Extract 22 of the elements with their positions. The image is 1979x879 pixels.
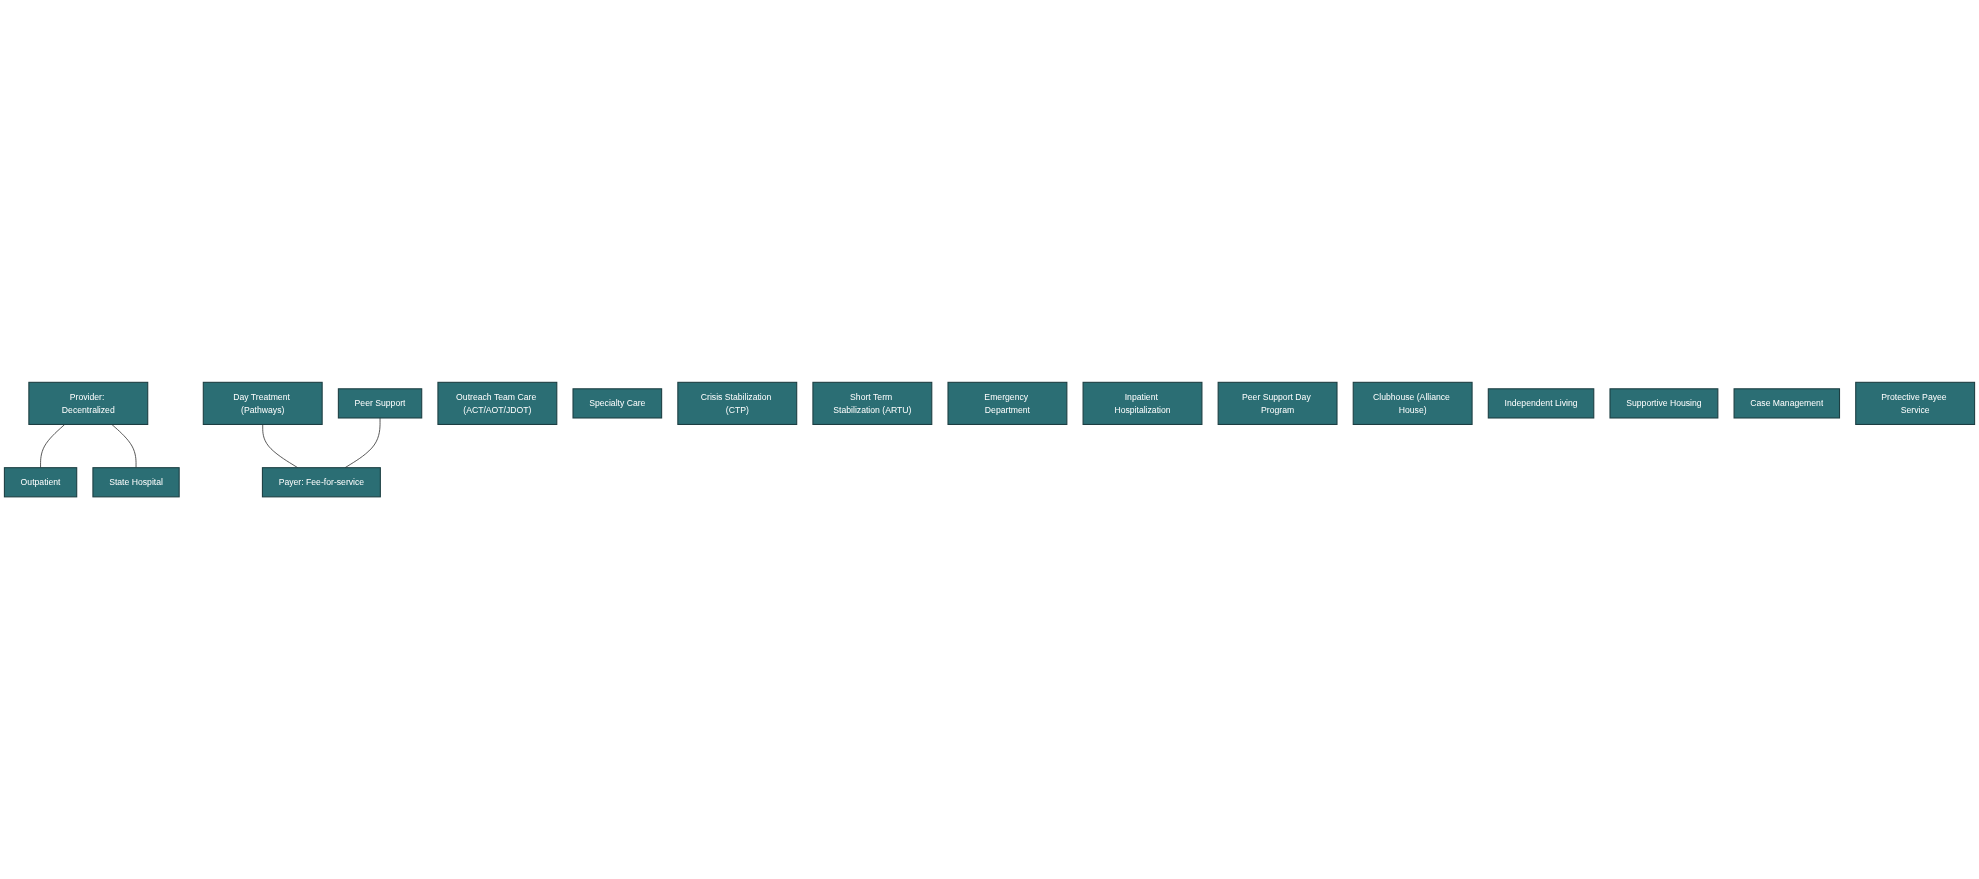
connector [344, 417, 381, 468]
node-box: Specialty Care [572, 388, 663, 419]
node-box: Outreach Team Care (ACT/AOT/JDOT) [437, 381, 558, 425]
node-box: Payer: Fee-for-service [261, 467, 381, 498]
node-box: Peer Support Day Program [1217, 381, 1338, 425]
node-box: Day Treatment (Pathways) [202, 381, 323, 425]
node-box: Independent Living [1487, 388, 1595, 419]
connector [262, 423, 299, 468]
node-box: Emergency Department [947, 381, 1068, 425]
node-box: Peer Support [337, 388, 423, 419]
node-box: State Hospital [92, 467, 180, 498]
node-box: Outpatient [3, 467, 78, 498]
node-box: Case Management [1733, 388, 1841, 419]
node-box: Inpatient Hospitalization [1082, 381, 1203, 425]
node-box: Short Term Stabilization (ARTU) [812, 381, 933, 425]
node-box: Clubhouse (Alliance House) [1352, 381, 1473, 425]
node-box: Protective Payee Service [1855, 381, 1976, 425]
node-box: Supportive Housing [1609, 388, 1719, 419]
connector [40, 423, 66, 468]
connector [111, 423, 137, 468]
node-box: Crisis Stabilization (CTP) [677, 381, 798, 425]
node-box: Provider: Decentralized [28, 381, 149, 425]
